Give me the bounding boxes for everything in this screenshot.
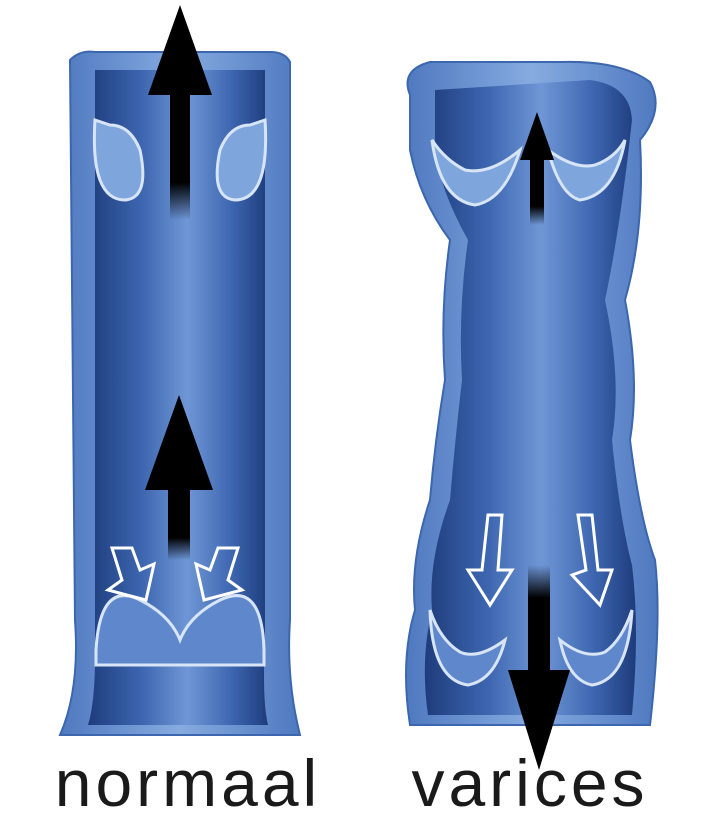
varices-caption: varices (380, 748, 680, 818)
normal-vein-caption: normaal (38, 748, 338, 818)
varicose-vein (406, 62, 658, 770)
normal-vein (60, 5, 300, 735)
